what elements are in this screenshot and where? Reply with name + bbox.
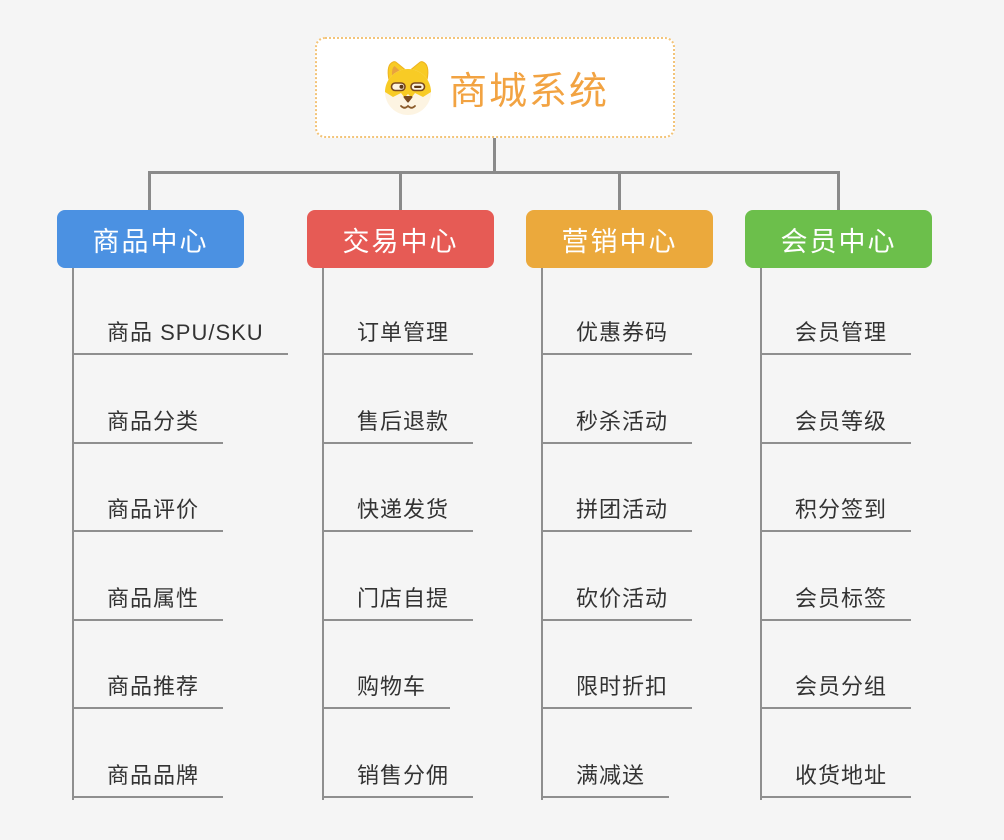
branch-member-center: 会员中心 会员管理 会员等级 积分签到 会员标签 会员分组 收货地址 (745, 210, 1004, 800)
branch-product-center: 商品中心 商品 SPU/SKU 商品分类 商品评价 商品属性 商品推荐 商品品牌 (57, 210, 317, 800)
leaf-node[interactable]: 积分签到 (762, 488, 912, 532)
leaf-node[interactable]: 销售分佣 (324, 754, 474, 798)
leaf-node[interactable]: 优惠券码 (543, 311, 693, 355)
leaf-node[interactable]: 商品属性 (74, 577, 224, 621)
leaf-node[interactable]: 快递发货 (324, 488, 474, 532)
leaf-node[interactable]: 商品分类 (74, 400, 224, 444)
branch-children-member: 会员管理 会员等级 积分签到 会员标签 会员分组 收货地址 (760, 268, 1004, 800)
leaf-node[interactable]: 订单管理 (324, 311, 474, 355)
connector-line (148, 171, 151, 211)
leaf-node[interactable]: 会员等级 (762, 400, 912, 444)
leaf-node[interactable]: 售后退款 (324, 400, 474, 444)
dog-icon (381, 59, 435, 117)
branch-node-marketing-center[interactable]: 营销中心 (526, 210, 713, 268)
branch-trade-center: 交易中心 订单管理 售后退款 快递发货 门店自提 购物车 销售分佣 (307, 210, 567, 800)
leaf-node[interactable]: 商品评价 (74, 488, 224, 532)
leaf-node[interactable]: 门店自提 (324, 577, 474, 621)
leaf-node[interactable]: 会员管理 (762, 311, 912, 355)
leaf-node[interactable]: 砍价活动 (543, 577, 693, 621)
connector-line (148, 171, 840, 174)
leaf-node[interactable]: 会员标签 (762, 577, 912, 621)
connector-line (837, 171, 840, 211)
connector-line (399, 171, 402, 211)
root-node[interactable]: 商城系统 (315, 37, 675, 138)
root-title: 商城系统 (448, 71, 609, 113)
connector-line (618, 171, 621, 211)
branch-children-product: 商品 SPU/SKU 商品分类 商品评价 商品属性 商品推荐 商品品牌 (72, 268, 319, 800)
leaf-node[interactable]: 商品品牌 (74, 754, 224, 798)
leaf-node[interactable]: 限时折扣 (543, 665, 693, 709)
leaf-node[interactable]: 满减送 (543, 754, 670, 798)
branch-children-trade: 订单管理 售后退款 快递发货 门店自提 购物车 销售分佣 (322, 268, 569, 800)
branch-node-product-center[interactable]: 商品中心 (57, 210, 244, 268)
leaf-node[interactable]: 商品 SPU/SKU (74, 311, 288, 355)
branch-marketing-center: 营销中心 优惠券码 秒杀活动 拼团活动 砍价活动 限时折扣 满减送 (526, 210, 786, 800)
leaf-node[interactable]: 拼团活动 (543, 488, 693, 532)
branch-node-member-center[interactable]: 会员中心 (745, 210, 932, 268)
leaf-node[interactable]: 购物车 (324, 665, 451, 709)
leaf-node[interactable]: 秒杀活动 (543, 400, 693, 444)
branch-children-marketing: 优惠券码 秒杀活动 拼团活动 砍价活动 限时折扣 满减送 (541, 268, 788, 800)
leaf-node[interactable]: 会员分组 (762, 665, 912, 709)
leaf-node[interactable]: 收货地址 (762, 754, 912, 798)
branch-node-trade-center[interactable]: 交易中心 (307, 210, 494, 268)
leaf-node[interactable]: 商品推荐 (74, 665, 224, 709)
connector-line (493, 138, 496, 172)
